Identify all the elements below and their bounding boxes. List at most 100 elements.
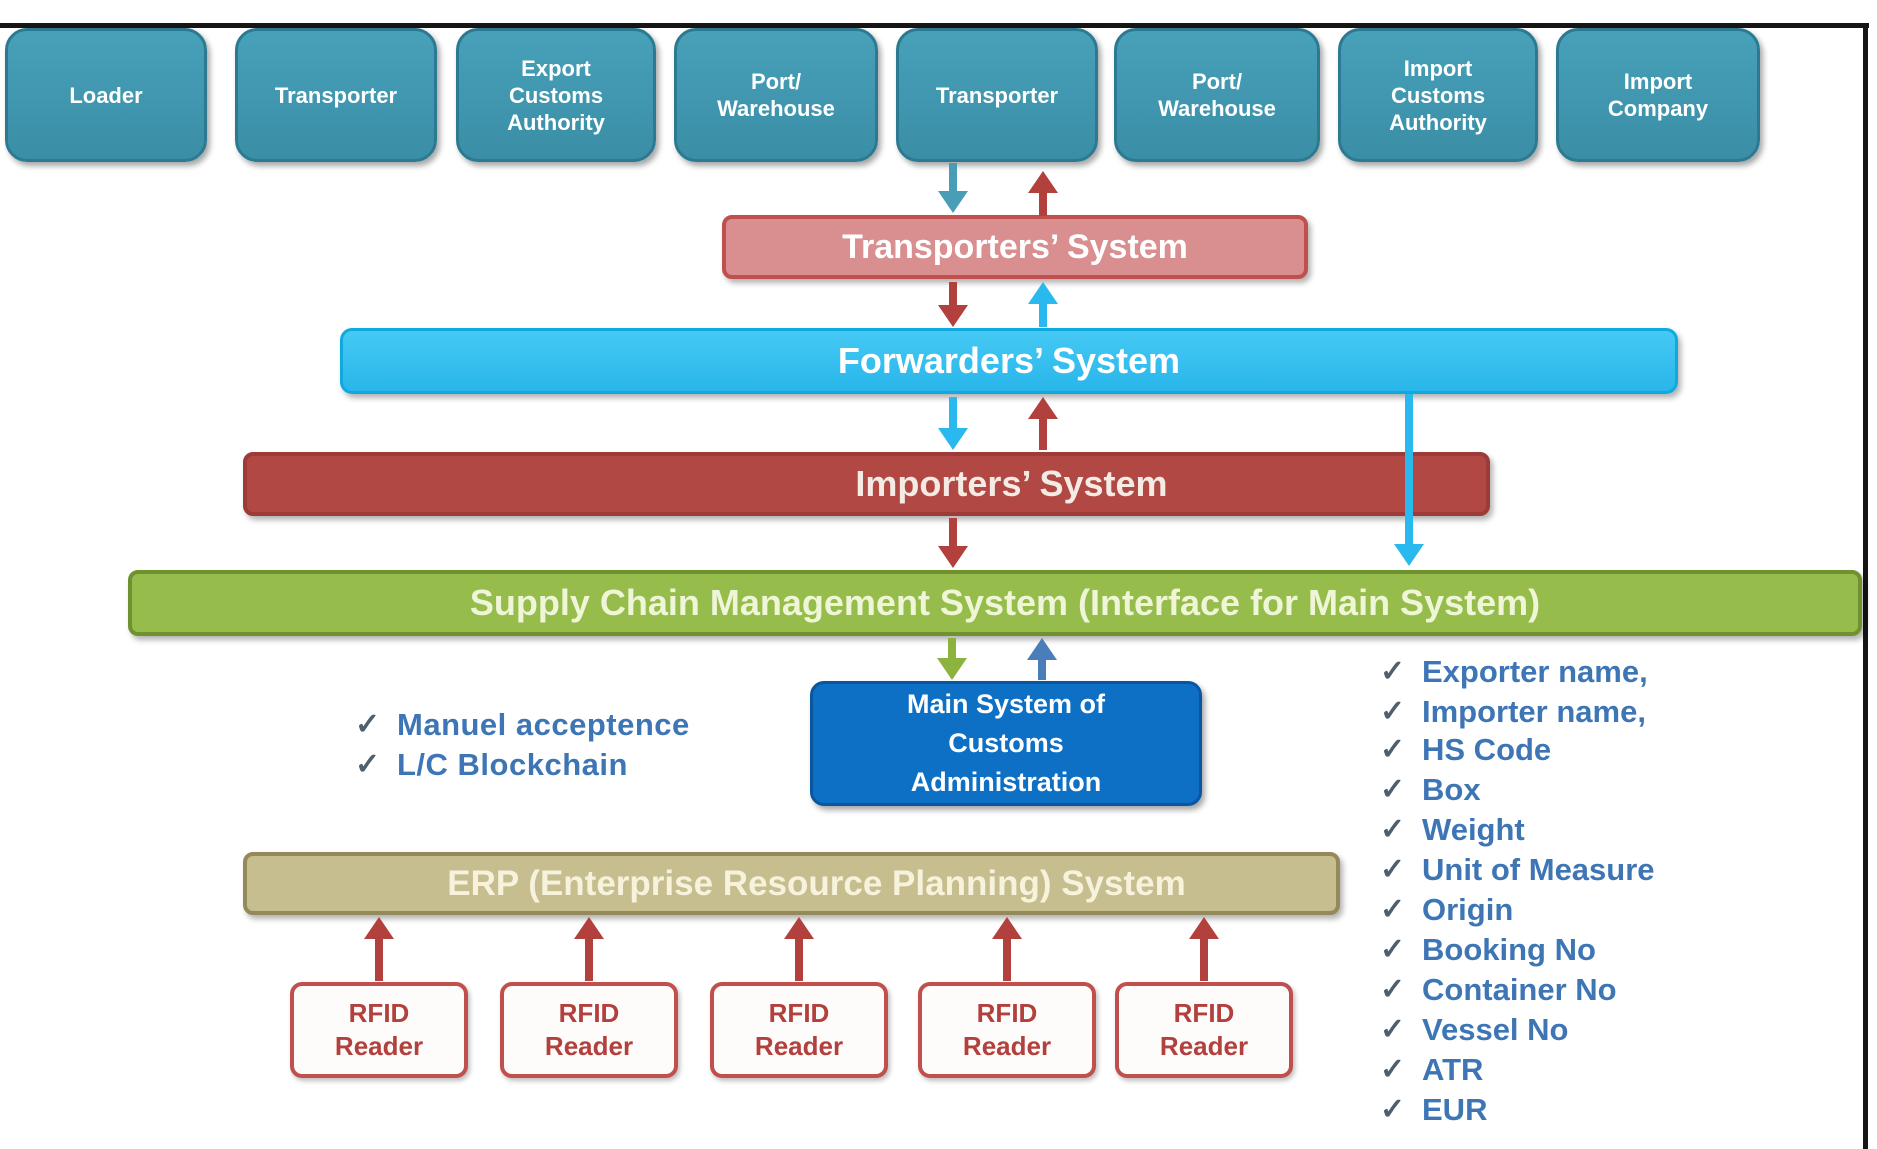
check-icon: ✓ (1380, 773, 1406, 806)
actor-label: Transporter (274, 82, 398, 108)
right-checklist-label: Unit of Measure (1422, 852, 1655, 887)
right-checklist-label: Weight (1422, 812, 1525, 847)
actor-box-port-warehouse-2: Port/ Warehouse (1114, 28, 1320, 162)
check-icon: ✓ (1380, 933, 1406, 966)
arrow-down-supply-chain-to-main-system (937, 638, 967, 680)
right-checklist-label: Exporter name, (1422, 654, 1648, 689)
right-checklist-label: Origin (1422, 892, 1514, 927)
left-checklist-label: L/C Blockchain (397, 747, 628, 782)
rfid-label-line1: RFID (558, 998, 620, 1028)
right-checklist-label: Vessel No (1422, 1012, 1569, 1047)
rfid-label-line1: RFID (1173, 998, 1235, 1028)
transporters-system-bar: Transporters’ System (722, 215, 1308, 279)
right-checklist-item-exporter-name: ✓ Exporter name, (1380, 652, 1648, 692)
main-customs-line-1: Main System of (906, 689, 1106, 719)
forwarders-system-bar: Forwarders’ System (340, 328, 1678, 394)
actor-box-transporter-2: Transporter (896, 28, 1098, 162)
rfid-label-line2: Reader (544, 1031, 634, 1061)
actor-box-export-customs-authority: Export Customs Authority (456, 28, 656, 162)
arrow-down-transporter-to-transporters-system (938, 163, 968, 213)
arrow-up-rfid4-to-erp (992, 917, 1022, 981)
right-checklist-label: Booking No (1422, 932, 1596, 967)
right-checklist-item-origin: ✓ Origin (1380, 890, 1513, 930)
transporters-system-label: Transporters’ System (842, 227, 1188, 266)
right-checklist-label: Importer name, (1422, 694, 1646, 729)
arrow-down-transporters-to-forwarders (938, 282, 968, 327)
arrow-up-main-system-to-supply-chain (1027, 638, 1057, 680)
rfid-label-line1: RFID (976, 998, 1038, 1028)
arrow-up-rfid1-to-erp (364, 917, 394, 981)
left-checklist-item-lc-blockchain: ✓ L/C Blockchain (355, 745, 628, 785)
left-checklist-item-manual-acceptance: ✓ Manuel acceptence (355, 705, 690, 745)
main-customs-system-box: Main System of Customs Administration (810, 681, 1202, 806)
right-checklist-label: HS Code (1422, 732, 1552, 767)
arrow-up-importers-to-forwarders (1028, 397, 1058, 450)
rfid-reader-box-2: RFID Reader (500, 982, 678, 1078)
check-icon: ✓ (355, 748, 381, 781)
right-checklist-item-atr: ✓ ATR (1380, 1050, 1483, 1090)
importers-system-label: Importers’ System (855, 463, 1168, 504)
arrow-up-rfid5-to-erp (1189, 917, 1219, 981)
right-checklist-item-unit-of-measure: ✓ Unit of Measure (1380, 850, 1655, 890)
check-icon: ✓ (1380, 1053, 1406, 1086)
supply-chain-management-bar: Supply Chain Management System (Interfac… (128, 570, 1862, 636)
right-checklist-item-box: ✓ Box (1380, 770, 1481, 810)
arrow-up-forwarders-to-transporters (1028, 282, 1058, 327)
actor-label: Import Customs Authority (1389, 55, 1487, 135)
actor-label: Export Customs Authority (507, 55, 605, 135)
rfid-label-line1: RFID (768, 998, 830, 1028)
main-customs-line-3: Administration (910, 767, 1102, 797)
erp-system-bar: ERP (Enterprise Resource Planning) Syste… (243, 852, 1340, 915)
rfid-label-line2: Reader (1159, 1031, 1249, 1061)
right-checklist-label: EUR (1422, 1092, 1488, 1127)
arrow-up-rfid2-to-erp (574, 917, 604, 981)
actor-label: Transporter (935, 82, 1059, 108)
check-icon: ✓ (1380, 853, 1406, 886)
right-checklist-item-weight: ✓ Weight (1380, 810, 1525, 850)
actor-label: Loader (69, 82, 143, 108)
arrow-down-importers-to-supply-chain (938, 518, 968, 568)
right-checklist-label: Box (1422, 772, 1481, 807)
check-icon: ✓ (1380, 893, 1406, 926)
actor-box-port-warehouse-1: Port/ Warehouse (674, 28, 878, 162)
rfid-reader-box-1: RFID Reader (290, 982, 468, 1078)
rfid-label-line2: Reader (754, 1031, 844, 1061)
right-checklist-item-eur: ✓ EUR (1380, 1090, 1487, 1130)
check-icon: ✓ (1380, 733, 1406, 766)
rfid-label-line2: Reader (334, 1031, 424, 1061)
arrow-up-rfid3-to-erp (784, 917, 814, 981)
right-checklist-item-hs-code: ✓ HS Code (1380, 730, 1551, 770)
check-icon: ✓ (1380, 655, 1406, 688)
rfid-reader-box-4: RFID Reader (918, 982, 1096, 1078)
check-icon: ✓ (1380, 1093, 1406, 1126)
actor-label: Import Company (1607, 69, 1709, 121)
right-checklist-item-container-no: ✓ Container No (1380, 970, 1617, 1010)
check-icon: ✓ (355, 708, 381, 741)
main-customs-line-2: Customs (948, 728, 1064, 758)
arrow-up-transporters-system-to-transporter (1028, 171, 1058, 216)
actor-box-loader: Loader (5, 28, 207, 162)
right-checklist-item-importer-name: ✓ Importer name, (1380, 692, 1646, 732)
right-checklist-label: Container No (1422, 972, 1617, 1007)
check-icon: ✓ (1380, 973, 1406, 1006)
check-icon: ✓ (1380, 813, 1406, 846)
forwarders-system-label: Forwarders’ System (837, 340, 1181, 381)
frame-top-line (0, 23, 1869, 28)
rfid-label-line2: Reader (962, 1031, 1052, 1061)
actor-box-import-company: Import Company (1556, 28, 1760, 162)
right-checklist-item-vessel-no: ✓ Vessel No (1380, 1010, 1568, 1050)
importers-system-bar: Importers’ System (243, 452, 1490, 516)
actor-label: Port/ Warehouse (1158, 69, 1276, 121)
rfid-reader-box-5: RFID Reader (1115, 982, 1293, 1078)
check-icon: ✓ (1380, 695, 1406, 728)
left-checklist-label: Manuel acceptence (397, 707, 690, 742)
right-checklist-item-booking-no: ✓ Booking No (1380, 930, 1596, 970)
rfid-label-line1: RFID (348, 998, 410, 1028)
arrow-down-forwarders-to-supply-chain-long (1394, 394, 1424, 566)
supply-chain-management-label: Supply Chain Management System (Interfac… (469, 582, 1541, 623)
right-checklist-label: ATR (1422, 1052, 1484, 1087)
actor-label: Port/ Warehouse (717, 69, 835, 121)
frame-right-line (1863, 23, 1868, 1149)
actor-box-import-customs-authority: Import Customs Authority (1338, 28, 1538, 162)
